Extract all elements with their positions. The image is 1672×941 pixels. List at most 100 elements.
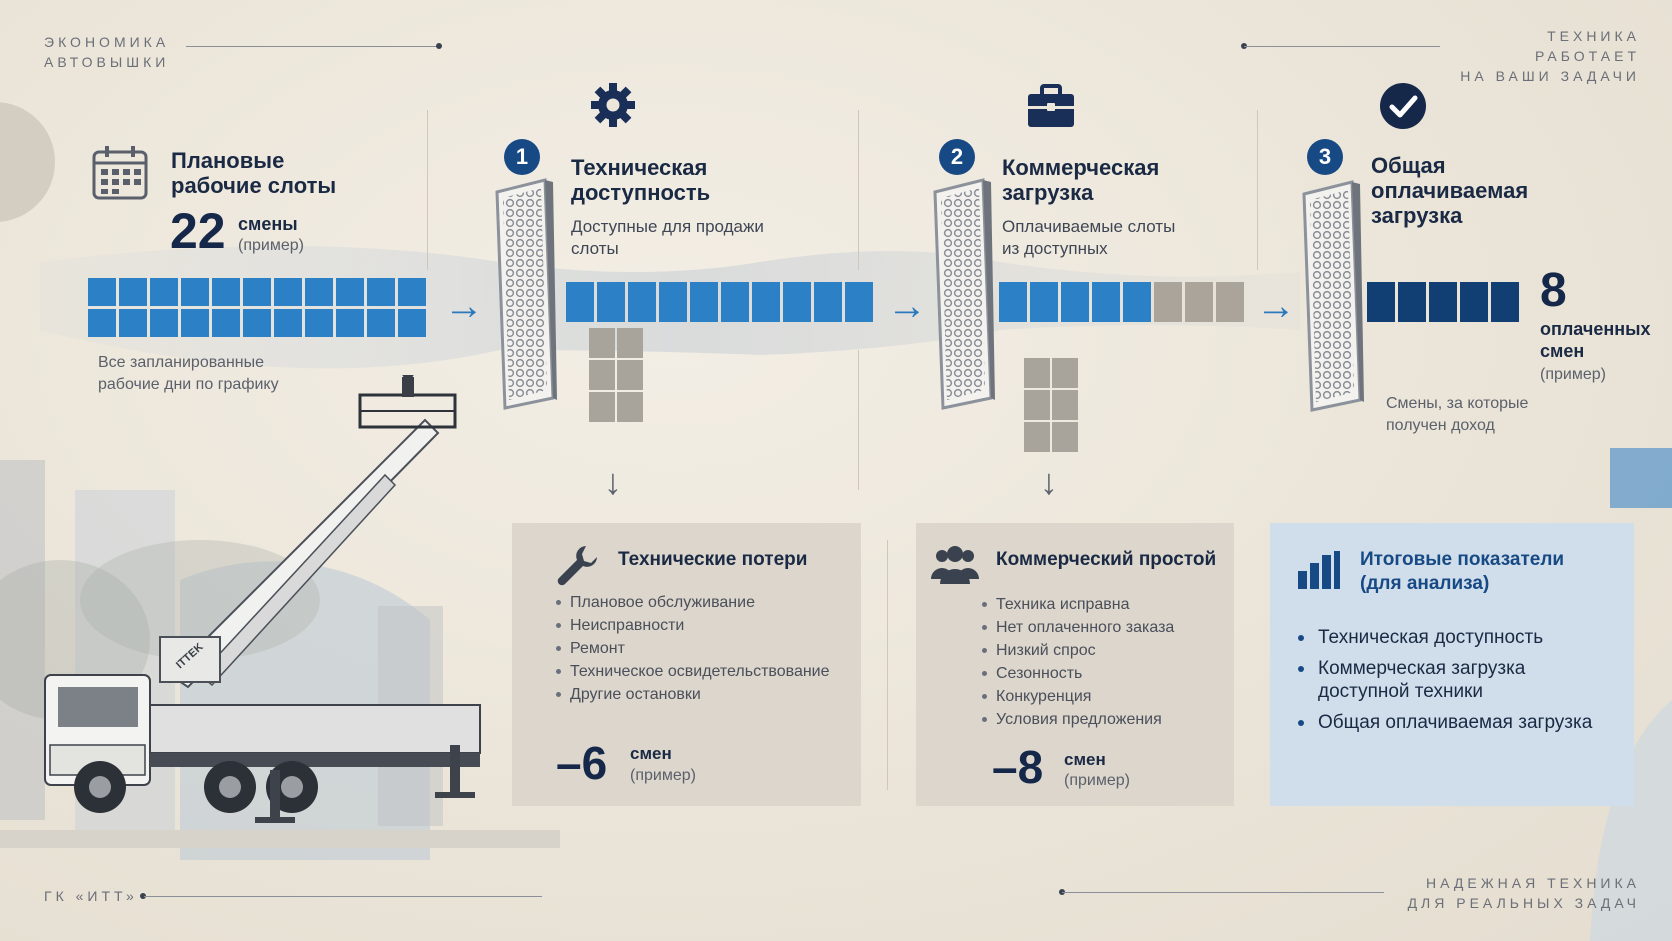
slot — [659, 282, 687, 322]
slot — [150, 278, 178, 306]
stage3-unit-line-1: оплаченных — [1540, 319, 1651, 339]
slot — [243, 278, 271, 306]
stage2-title: Коммерческая загрузка — [1002, 155, 1159, 205]
bar-chart-icon — [1298, 551, 1340, 589]
slot — [814, 282, 842, 322]
divider-5 — [887, 540, 888, 790]
list-item: Условия предложения — [980, 708, 1174, 731]
divider-3 — [1257, 110, 1258, 270]
list-item: Плановое обслуживание — [554, 591, 830, 614]
list-item-line: Коммерческая загрузка — [1318, 658, 1526, 679]
panel-comm-value: –8 — [992, 741, 1044, 793]
stage1-title-line-1: Техническая — [571, 155, 708, 180]
header-left-line-2: АВТОВЫШКИ — [44, 54, 170, 70]
slot — [1123, 282, 1151, 322]
stage0-unit: смены — [238, 214, 298, 234]
list-item: Низкий спрос — [980, 639, 1174, 662]
slot — [181, 309, 209, 337]
decor-square-blue — [1610, 448, 1672, 508]
panel-summary-title: Итоговые показатели (для анализа) — [1360, 548, 1564, 596]
slot — [597, 282, 625, 322]
stage2-sub-line-2: из доступных — [1002, 239, 1108, 258]
slot — [398, 278, 426, 306]
panel-comm-unit: смен — [1064, 750, 1106, 769]
slot — [845, 282, 873, 322]
slot — [1061, 282, 1089, 322]
wrench-icon — [557, 546, 597, 586]
stage3-slot-bar — [1367, 282, 1527, 322]
stage2-title-line-1: Коммерческая — [1002, 155, 1160, 180]
slot — [274, 309, 302, 337]
flow-arrow-2: → — [887, 284, 927, 328]
stage1-badge: 1 — [504, 139, 540, 175]
stage3-value: 8 — [1540, 264, 1567, 317]
stage0-value: 22 — [170, 203, 226, 259]
check-circle-icon — [1380, 83, 1426, 129]
list-item: Другие остановки — [554, 683, 830, 706]
divider-2 — [858, 110, 859, 270]
stage3-note-line-2: получен доход — [1386, 417, 1495, 434]
list-item-line: Общая оплачиваемая загрузка — [1318, 712, 1593, 733]
decor-circle-left — [0, 102, 55, 222]
stage0-note-line-2: рабочие дни по графику — [98, 376, 279, 393]
decor-corner-blue — [1590, 700, 1672, 941]
stage0-title-line-1: Плановые — [171, 148, 285, 173]
slot — [690, 282, 718, 322]
panel-summary-title-line-1: Итоговые показатели — [1360, 549, 1565, 570]
stage2-sub-line-1: Оплачиваемые слоты — [1002, 217, 1176, 236]
list-item-line: доступной техники — [1318, 681, 1483, 702]
removed-slot — [1052, 390, 1078, 420]
list-item: Ремонт — [554, 637, 830, 660]
slot — [181, 278, 209, 306]
list-item: Нет оплаченного заказа — [980, 616, 1174, 639]
filter-screen-2 — [933, 178, 995, 410]
panel-summary-title-line-2: (для анализа) — [1360, 573, 1490, 594]
slot — [305, 278, 333, 306]
stage1-removed-slots — [589, 328, 643, 422]
footer-left-caption: ГК «ИТТ» — [44, 888, 138, 904]
stage1-sub-line-1: Доступные для продажи — [571, 217, 764, 236]
stage0-unit-note: (пример) — [238, 237, 304, 254]
removed-slot — [1052, 422, 1078, 452]
footer-right-line-2: ДЛЯ РЕАЛЬНЫХ ЗАДАЧ — [1407, 895, 1640, 911]
slot — [367, 278, 395, 306]
list-item: Конкуренция — [980, 685, 1174, 708]
decor-ground — [0, 830, 560, 848]
header-right-line-1: ТЕХНИКА РАБОТАЕТ — [1535, 28, 1640, 64]
panel-tech-title: Технические потери — [618, 549, 808, 570]
stage3-title-line-2: оплачиваемая — [1371, 178, 1529, 203]
removed-slot — [589, 328, 615, 358]
panel-summary: Итоговые показатели (для анализа) Технич… — [1270, 523, 1634, 806]
footer-right-rule — [1062, 892, 1384, 893]
filter-screen-3 — [1302, 180, 1364, 412]
footer-right-caption: НАДЕЖНАЯ ТЕХНИКА ДЛЯ РЕАЛЬНЫХ ЗАДАЧ — [1400, 873, 1640, 913]
header-left-line-1: ЭКОНОМИКА — [44, 34, 170, 50]
stage2-removed-slots — [1024, 358, 1078, 452]
stage1-sub-line-2: слоты — [571, 239, 619, 258]
list-item: Общая оплачиваемая загрузка — [1294, 711, 1592, 734]
people-icon — [931, 546, 979, 584]
stage0-title-line-2: рабочие слоты — [171, 173, 337, 198]
removed-slot — [1024, 358, 1050, 388]
slot — [274, 278, 302, 306]
slot — [1460, 282, 1488, 322]
flow-arrow-3: → — [1256, 284, 1296, 328]
aerial-platform-truck: ITTEK — [44, 375, 481, 823]
removed-slot — [589, 360, 615, 390]
stage3-unit: оплаченных смен — [1540, 318, 1650, 362]
removed-slot — [617, 328, 643, 358]
slot — [305, 309, 333, 337]
slot — [243, 309, 271, 337]
footer-left-rule — [144, 896, 542, 897]
header-left-rule — [186, 46, 438, 47]
flow-arrow-1: → — [444, 284, 484, 328]
stage3-unit-line-2: смен — [1540, 341, 1585, 361]
stage1-sub: Доступные для продажи слоты — [571, 216, 764, 260]
panel-comm-title: Коммерческий простой — [996, 549, 1217, 570]
panel-tech-value: –6 — [556, 737, 608, 789]
slot — [398, 309, 426, 337]
slot — [1030, 282, 1058, 322]
